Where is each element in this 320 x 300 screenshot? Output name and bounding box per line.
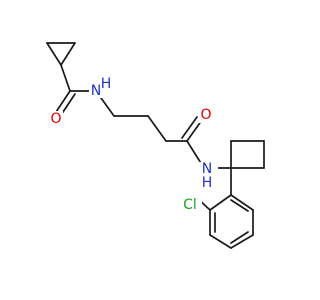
bond-cyclopropyl-carbonyl: [60, 64, 71, 92]
bond-phenyl-4: [230, 234, 254, 249]
atom-bg-o-right: [199, 107, 213, 123]
molecule-structure-diagram: O N H O N H Cl: [46, 42, 265, 249]
atom-hydrogen-left: H: [101, 76, 112, 92]
atom-oxygen-right: O: [200, 107, 211, 123]
bond-phenyl-3: [209, 234, 232, 249]
bond-carbonyl-right-double-a: [186, 119, 203, 142]
bond-phenyl-1: [209, 194, 232, 211]
atom-bg-o-left: [49, 111, 63, 127]
atom-oxygen-left: O: [50, 111, 61, 127]
atom-nitrogen-left: N: [91, 83, 101, 99]
bond-cyclopropyl-2: [46, 42, 62, 66]
atom-hydrogen-right: H: [202, 175, 213, 191]
bond-phenyl-inner-3: [230, 199, 249, 212]
bond-carbonyl-left-double-b: [60, 93, 76, 116]
bond-phenyl-6: [230, 194, 254, 211]
atom-bg-cl: [178, 196, 202, 214]
atom-chlorine: Cl: [183, 197, 197, 213]
bond-cyclopropyl-3: [60, 42, 76, 66]
bond-phenyl-inner-2: [230, 231, 249, 244]
atom-nitrogen-right: N: [202, 161, 212, 177]
atom-bg-n-left: [89, 76, 113, 98]
bond-chain-2: [147, 115, 167, 142]
bond-carbonyl-left-double-a: [55, 90, 71, 113]
atom-bg-n-right: [196, 162, 218, 190]
bond-carbonyl-right-double-b: [181, 116, 198, 139]
